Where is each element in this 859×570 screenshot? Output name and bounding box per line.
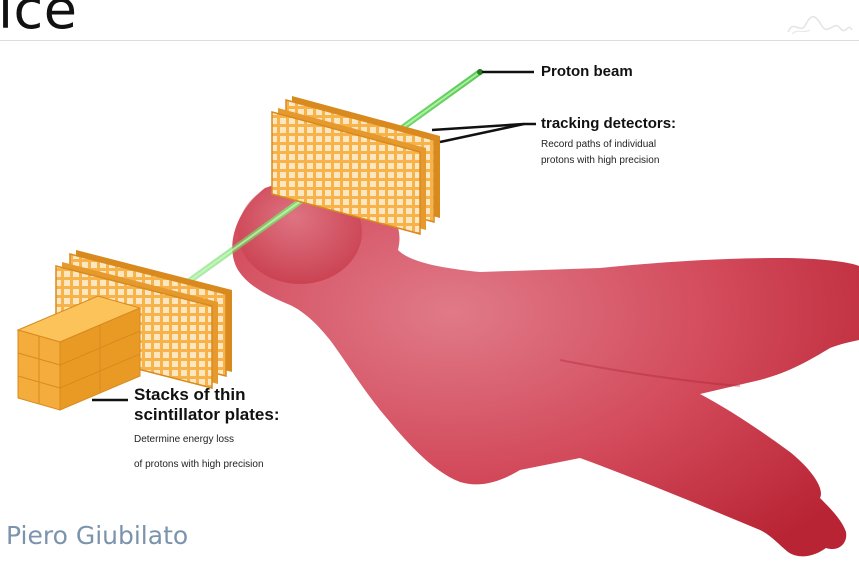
stacks-desc-2: of protons with high precision xyxy=(134,459,264,470)
stacks-label-2: scintillator plates: xyxy=(134,405,279,425)
scintillator-stack-icon xyxy=(18,296,140,410)
tracking-detectors-desc-1: Record paths of individual xyxy=(541,139,656,150)
stacks-label-1: Stacks of thin xyxy=(134,385,245,405)
tracking-detectors-desc-2: protons with high precision xyxy=(541,155,659,166)
stacks-desc-1: Determine energy loss xyxy=(134,434,234,445)
patient-body-icon xyxy=(232,180,859,556)
tracking-detectors-label: tracking detectors: xyxy=(541,115,676,132)
author-name: Piero Giubilato xyxy=(6,521,188,550)
proton-beam-label: Proton beam xyxy=(541,63,633,80)
